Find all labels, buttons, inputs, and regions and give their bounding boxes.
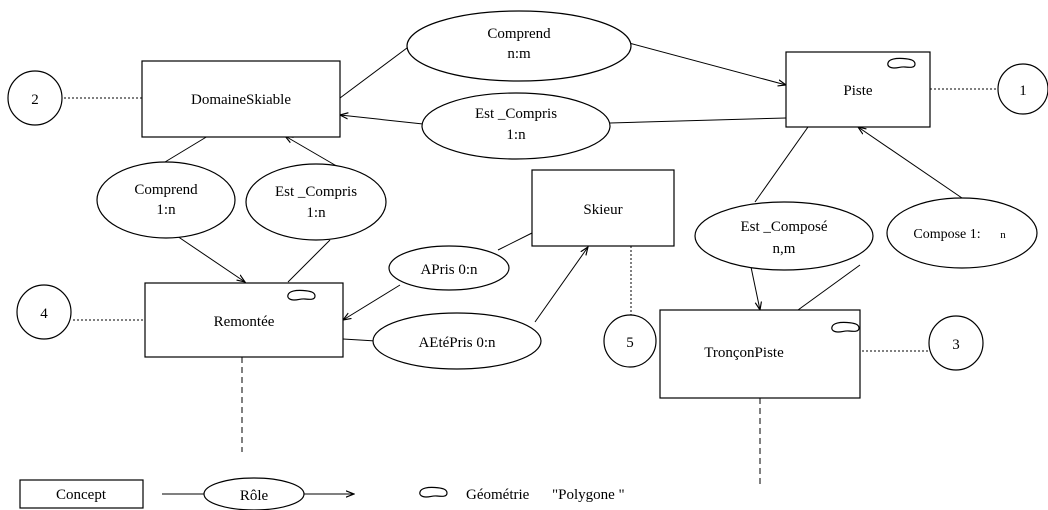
entity-label: Skieur [583, 202, 622, 218]
legend-role-label: Rôle [240, 488, 269, 504]
polygon-geometry-icon [887, 57, 916, 69]
legend-geometry-label: Géométrie [466, 487, 530, 503]
relation-name: Est _Composé [740, 219, 827, 235]
relation-cardinality: n [1000, 229, 1006, 241]
entity-skieur[interactable]: Skieur [531, 169, 675, 247]
relation-label: APris 0:n [420, 262, 478, 278]
relation-est-compose[interactable]: Est _Composé n,m [694, 201, 874, 271]
legend-concept-label: Concept [56, 487, 107, 503]
marker-label: 1 [1019, 83, 1027, 99]
marker-4: 4 [16, 284, 72, 340]
marker-1: 1 [997, 63, 1048, 115]
legend-role: Rôle [162, 477, 354, 510]
marker-label: 3 [952, 337, 960, 353]
relation-cardinality: n:m [507, 46, 531, 62]
connections [164, 41, 963, 342]
marker-label: 4 [40, 306, 48, 322]
polygon-geometry-icon [831, 321, 860, 333]
relation-label: AEtéPris 0:n [418, 335, 496, 351]
entity-label: TronçonPiste [704, 345, 784, 361]
legend-geometry: Géométrie "Polygone " [419, 486, 625, 503]
entity-label: Piste [843, 83, 873, 99]
relation-cardinality: 1:n [306, 205, 326, 221]
marker-2: 2 [7, 70, 63, 126]
entity-domaine-skiable[interactable]: DomaineSkiable [141, 60, 341, 138]
legend-geometry-type: "Polygone " [552, 487, 625, 503]
relation-apris[interactable]: APris 0:n [388, 245, 510, 291]
entity-troncon-piste[interactable]: TronçonPiste [659, 309, 861, 399]
marker-label: 2 [31, 92, 39, 108]
relation-est-compris-top[interactable]: Est _Compris 1:n [421, 92, 611, 160]
relation-est-compris-left[interactable]: Est _Compris 1:n [245, 163, 387, 241]
relation-name: Comprend [134, 182, 198, 198]
relation-name: Est _Compris [475, 106, 557, 122]
entity-remontee[interactable]: Remontée [144, 282, 344, 358]
relation-cardinality: n,m [773, 241, 796, 257]
relation-comprend-left[interactable]: Comprend 1:n [96, 161, 236, 239]
entity-piste[interactable]: Piste [785, 51, 931, 128]
entity-label: DomaineSkiable [191, 92, 291, 108]
marker-label: 5 [626, 335, 634, 351]
relation-aetepris[interactable]: AEtéPris 0:n [372, 312, 542, 370]
leader-lines [64, 88, 997, 484]
relation-name: Comprend [487, 26, 551, 42]
relation-cardinality: 1:n [506, 127, 526, 143]
relation-compose[interactable]: Compose 1: n [886, 197, 1038, 269]
polygon-geometry-icon [419, 486, 448, 498]
relation-cardinality: 1:n [156, 202, 176, 218]
marker-5: 5 [603, 314, 657, 368]
legend: Concept Rôle Géométrie "Polygone " [19, 477, 625, 510]
entity-label: Remontée [214, 314, 275, 330]
relation-name: Est _Compris [275, 184, 357, 200]
polygon-geometry-icon [287, 289, 316, 301]
relation-comprend-top[interactable]: Comprend n:m [406, 10, 632, 82]
legend-concept: Concept [19, 479, 144, 509]
relation-name: Compose 1: [913, 227, 980, 242]
marker-3: 3 [928, 315, 984, 371]
